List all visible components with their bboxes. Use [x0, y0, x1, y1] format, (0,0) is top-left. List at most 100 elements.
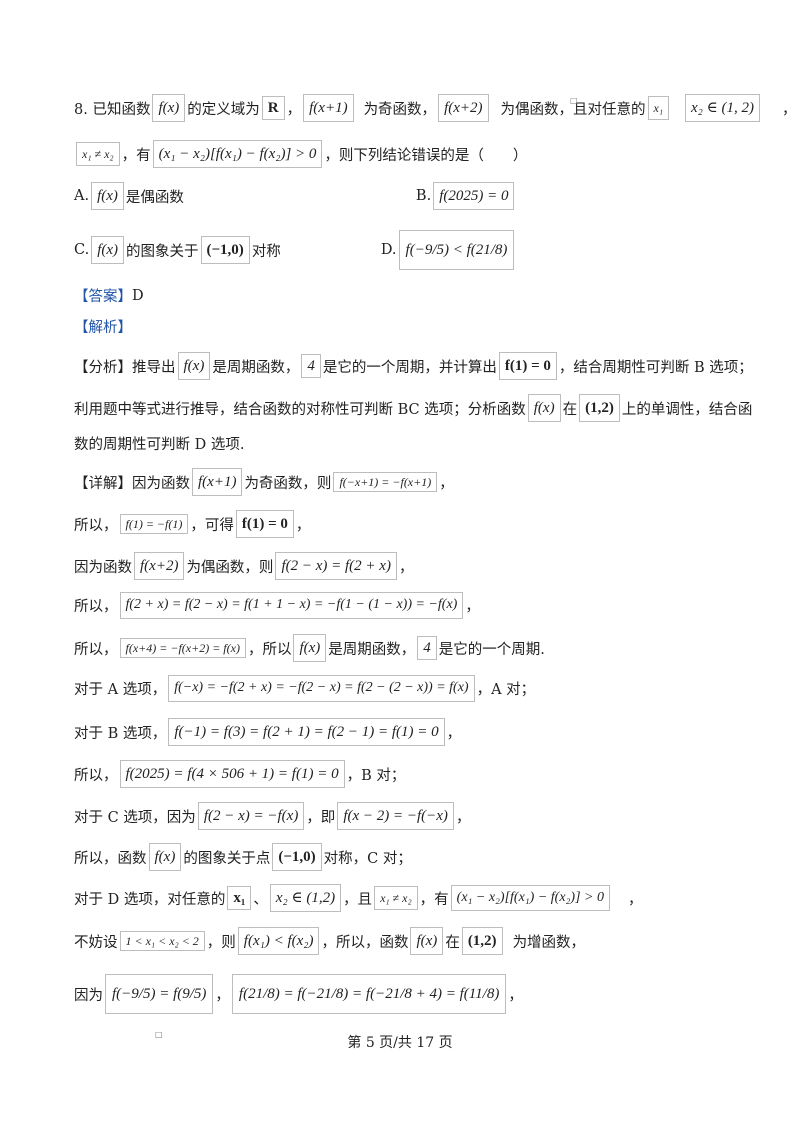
analysis-label-line: 【解析】: [74, 316, 760, 337]
text: ，则下列结论错误的是（ ）: [324, 147, 528, 164]
formula: (x₁ − x₂)[f(x₁) − f(x₂)] > 0: [450, 884, 610, 912]
text: 是它的一个周期，并计算出: [322, 359, 497, 376]
formula: f(x − 2) = −f(−x): [337, 802, 454, 830]
formula: f(1) = 0: [498, 352, 557, 380]
option-c-point: (−1,0): [200, 236, 250, 264]
formula-x2-interval: x₂ ∈ (1, 2): [685, 94, 760, 122]
detail-line-5: 所以， f(x+4) = −f(x+2) = f(x) ，所以 f(x) 是周期…: [74, 634, 760, 662]
text: 所以，: [74, 517, 118, 534]
text: 是周期函数，: [212, 359, 300, 376]
text: 是它的一个周期.: [438, 641, 545, 658]
text: ，即: [306, 809, 336, 826]
detail-line-2: 所以， f(1) = −f(1) ，可得 f(1) = 0 ，: [74, 510, 760, 538]
text: ，A 对；: [476, 681, 536, 698]
formula: f(2 − x) = f(2 + x): [275, 552, 397, 580]
option-c-formula: f(x): [91, 236, 125, 264]
text: ，: [215, 987, 230, 1004]
text: 所以，函数: [74, 850, 147, 867]
option-c-label: C.: [74, 242, 90, 258]
text: 对于 D 选项，对任意的: [74, 891, 226, 908]
formula-R: R: [261, 96, 285, 120]
formula: (−1,0): [272, 843, 322, 871]
formula-f-x-plus-1: f(x+1): [303, 94, 354, 122]
formula: f(−1) = f(3) = f(2 + 1) = f(2 − 1) = f(1…: [168, 718, 445, 746]
text: 不妨设: [74, 934, 118, 951]
text: 为偶函数，且对任意的: [500, 101, 646, 118]
formula: f(x+4) = −f(x+2) = f(x): [119, 637, 246, 659]
text: 在: [562, 401, 578, 418]
formula: f(−x) = −f(2 + x) = −f(2 − x) = f(2 − (2…: [168, 675, 475, 702]
option-a-formula: f(x): [91, 182, 124, 210]
detail-line-7: 对于 B 选项， f(−1) = f(3) = f(2 + 1) = f(2 −…: [74, 718, 760, 746]
text: 为增函数，: [512, 934, 586, 951]
detail-line-12: 不妨设 1 < x₁ < x₂ < 2 ，则 f(x₁) < f(x₂) ，所以…: [74, 927, 760, 955]
answer-line: 【答案】 D: [74, 285, 760, 306]
options-row-ab: A. f(x) 是偶函数 B. f(2025) = 0: [74, 182, 760, 210]
small-square-marker: □: [155, 1030, 163, 1039]
formula: f(x): [177, 352, 211, 380]
option-c-text2: 对称: [251, 243, 281, 260]
text: ，: [781, 101, 797, 118]
formula: f(2 + x) = f(2 − x) = f(1 + 1 − x) = −f(…: [119, 592, 464, 619]
formula: 4: [417, 636, 437, 660]
formula: f(x+1): [192, 468, 243, 496]
text: ，: [398, 559, 414, 576]
formula: f(x₁) < f(x₂): [237, 927, 320, 955]
text: ，所以: [247, 641, 292, 658]
text: 对于 A 选项，: [74, 681, 167, 698]
option-a-label: A.: [74, 188, 90, 204]
text: ，可得: [190, 517, 234, 534]
text: 【分析】推导出: [74, 359, 176, 376]
formula: f(21/8) = f(−21/8) = f(−21/8 + 4) = f(11…: [231, 974, 507, 1014]
detail-line-8: 所以， f(2025) = f(4 × 506 + 1) = f(1) = 0 …: [74, 760, 760, 788]
text: 的图象关于点: [183, 850, 271, 867]
question-prefix: 8. 已知函数: [74, 101, 151, 118]
text: ，: [439, 475, 454, 492]
detail-line-11: 对于 D 选项，对任意的 x₁ 、 x₂ ∈ (1,2) ，且 x₁ ≠ x₂ …: [74, 884, 760, 912]
formula: x₂ ∈ (1,2): [269, 884, 342, 912]
formula: x₁ ≠ x₂: [374, 885, 418, 911]
formula: f(1) = 0: [235, 510, 294, 538]
formula: f(x): [527, 394, 561, 422]
option-c-text: 的图象关于: [126, 243, 199, 260]
option-b-label: B.: [415, 188, 432, 204]
formula: f(2025) = f(4 × 506 + 1) = f(1) = 0: [119, 760, 345, 788]
formula-f-x: f(x): [152, 94, 186, 122]
option-d-formula: f(−9/5) < f(21/8): [398, 230, 515, 270]
question-line-2: x₁ ≠ x₂ ，有 (x₁ − x₂)[f(x₁) − f(x₂)] > 0 …: [74, 140, 760, 168]
text: ，结合周期性可判断 B 选项；: [558, 359, 753, 376]
formula-x1: x₁: [647, 95, 669, 121]
formula: f(x): [410, 927, 444, 955]
formula: 4: [301, 354, 321, 378]
text: 对于 B 选项，: [74, 725, 167, 742]
text: ，: [455, 809, 471, 826]
options-row-cd: C. f(x) 的图象关于 (−1,0) 对称 D. f(−9/5) < f(2…: [74, 230, 760, 270]
detail-line-1: 【详解】因为函数 f(x+1) 为奇函数，则 f(−x+1) = −f(x+1)…: [74, 468, 760, 496]
text: ，有: [121, 147, 151, 164]
text: ，: [446, 725, 462, 742]
text: 所以，: [74, 767, 118, 784]
question-line-1: 8. 已知函数 f(x) 的定义域为 R ， f(x+1) 为奇函数， f(x+…: [74, 94, 796, 122]
text: ，: [295, 517, 311, 534]
text: 所以，: [74, 598, 118, 615]
text: 为奇函数，: [363, 101, 437, 118]
formula: f(x+2): [134, 552, 185, 580]
text: ，: [465, 598, 480, 615]
formula-f-x-plus-2: f(x+2): [438, 94, 489, 122]
text: 对称，C 对；: [323, 850, 412, 867]
formula: f(−9/5) = f(9/5): [105, 974, 214, 1014]
small-square-marker: □: [570, 96, 578, 105]
detail-line-10: 所以，函数 f(x) 的图象关于点 (−1,0) 对称，C 对；: [74, 843, 760, 871]
page-number: 第 5 页/共 17 页: [347, 1035, 453, 1051]
detail-line-13: 因为 f(−9/5) = f(9/5) ， f(21/8) = f(−21/8)…: [74, 974, 760, 1014]
detail-line-9: 对于 C 选项，因为 f(2 − x) = −f(x) ，即 f(x − 2) …: [74, 802, 760, 830]
text: ，有: [419, 891, 449, 908]
formula: f(x): [148, 843, 182, 871]
fenxi-line-1: 【分析】推导出 f(x) 是周期函数， 4 是它的一个周期，并计算出 f(1) …: [74, 352, 760, 380]
formula-inequality: (x₁ − x₂)[f(x₁) − f(x₂)] > 0: [152, 140, 323, 168]
text: 利用题中等式进行推导，结合函数的对称性可判断 BC 选项；分析函数: [74, 401, 526, 418]
text: ，且: [343, 891, 373, 908]
text: 因为: [74, 987, 103, 1004]
formula: f(−x+1) = −f(x+1): [333, 471, 438, 493]
answer-label: 【答案】: [74, 289, 132, 305]
